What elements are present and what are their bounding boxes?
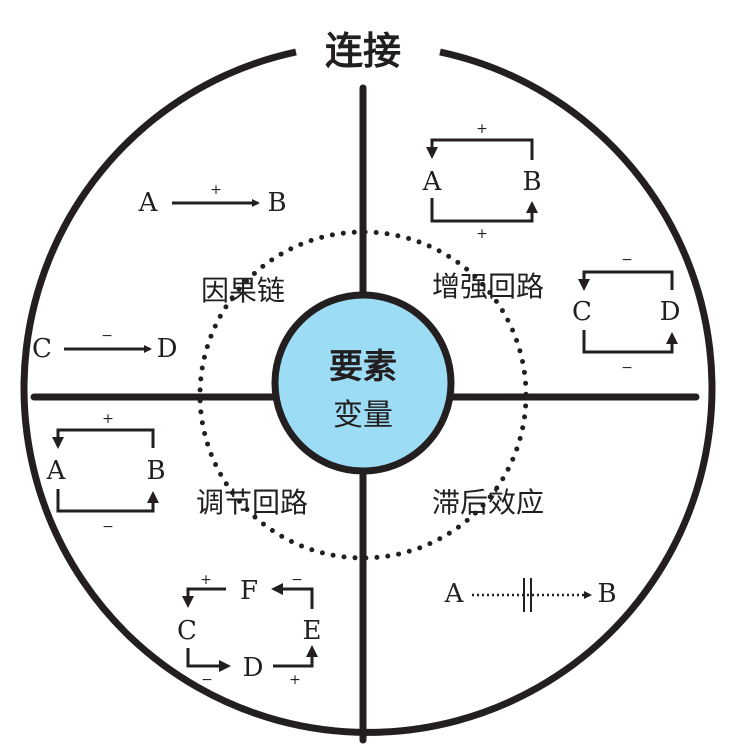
svg-text:D: D xyxy=(157,334,178,364)
svg-text:C: C xyxy=(177,616,197,646)
svg-text:B: B xyxy=(146,456,165,486)
svg-text:A: A xyxy=(422,167,443,197)
causal-chain-cd: C − D xyxy=(32,328,177,364)
svg-text:A: A xyxy=(444,579,465,609)
reinforcing-loop-ab: A B + + xyxy=(422,121,542,242)
center-label-variables: 变量 xyxy=(333,398,393,433)
label-reinforcing-loop: 增强回路 xyxy=(432,270,544,303)
svg-text:B: B xyxy=(597,579,616,609)
svg-text:+: + xyxy=(102,411,114,427)
svg-text:+: + xyxy=(200,572,212,588)
svg-text:D: D xyxy=(660,297,681,327)
svg-text:−: − xyxy=(291,572,303,588)
reinforcing-loop-cd: C D − − xyxy=(572,252,680,376)
label-balancing-loop: 调节回路 xyxy=(196,486,308,519)
svg-text:B: B xyxy=(522,167,541,197)
svg-text:+: + xyxy=(210,182,222,198)
svg-text:C: C xyxy=(572,297,592,327)
svg-text:+: + xyxy=(289,672,301,688)
center-label-elements: 要素 xyxy=(329,347,397,387)
outer-circle xyxy=(20,48,716,736)
delay-chain-ab: A B xyxy=(444,578,617,612)
label-delay-effect: 滞后效应 xyxy=(432,486,544,519)
svg-text:−: − xyxy=(102,519,114,535)
svg-text:F: F xyxy=(240,576,258,606)
svg-text:−: − xyxy=(621,252,633,268)
balancing-loop-ab: A B + − xyxy=(46,411,166,535)
svg-text:−: − xyxy=(621,360,633,376)
label-causal-chain: 因果链 xyxy=(201,274,285,307)
svg-text:B: B xyxy=(267,188,286,218)
balancing-loop-cdef: F C E D + − − + xyxy=(177,572,321,688)
svg-text:+: + xyxy=(476,226,488,242)
center-circle xyxy=(271,291,455,475)
title: 连接 xyxy=(325,28,401,73)
svg-text:C: C xyxy=(32,334,52,364)
svg-text:A: A xyxy=(138,188,159,218)
svg-text:−: − xyxy=(201,672,213,688)
svg-text:+: + xyxy=(476,121,488,137)
svg-text:−: − xyxy=(101,328,113,344)
svg-text:D: D xyxy=(243,653,264,683)
svg-text:A: A xyxy=(46,456,67,486)
causal-chain-ab: A + B xyxy=(138,182,287,218)
svg-text:E: E xyxy=(303,616,322,646)
